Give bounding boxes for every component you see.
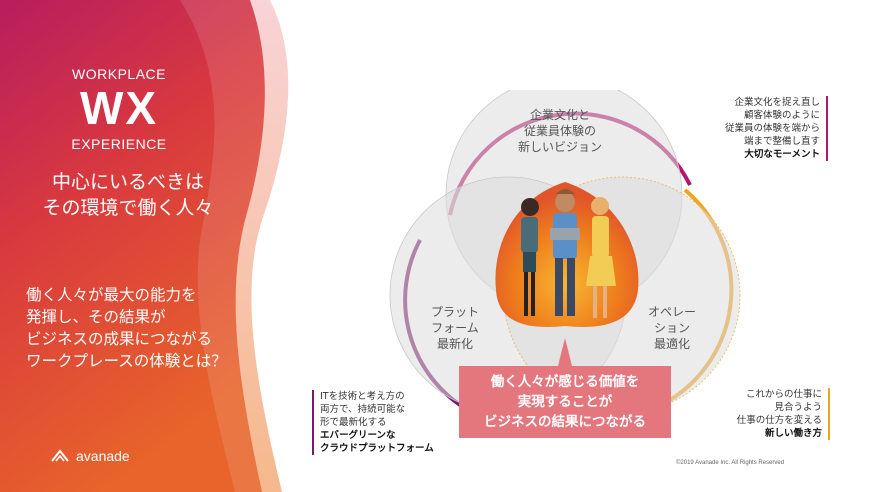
note-top-right: 企業文化を捉え直し 顧客体験のように 従業員の体験を端から 端まで整備し直す 大… (700, 96, 828, 161)
venn-diagram (389, 90, 741, 414)
circle-top-label: 企業文化と 従業員体験の 新しいビジョン (517, 108, 602, 154)
brand-experience: EXPERIENCE (71, 136, 167, 152)
left-headline: 中心にいるべきは その環境で働く人々 (42, 171, 214, 219)
center-pointer (558, 338, 572, 366)
center-value-box: 働く人々が感じる価値を 実現することが ビジネスの結果につながる (459, 366, 671, 438)
copyright: ©2019 Avanade Inc. All Rights Reserved (676, 460, 785, 466)
left-gradient-panel (0, 0, 289, 492)
people-illustration (521, 189, 616, 318)
avanade-logo: avanade (50, 448, 130, 464)
left-question: 働く人々が最大の能力を 発揮し、その結果が ビジネスの成果につながる ワークプレ… (26, 286, 227, 370)
note-bottom-right: これからの仕事に 見合うよう 仕事の仕方を変える 新しい働き方 (712, 388, 830, 440)
avanade-swirl-icon (51, 449, 69, 462)
circle-left-label: プラット フォーム 最新化 (430, 305, 479, 351)
circle-right-label: オペレー ション 最適化 (647, 305, 696, 351)
brand-workplace: WORKPLACE (72, 66, 166, 82)
note-bottom-left: ITを技術と考え方の 両方で、持続可能な 形で最新化する エバーグリーンな クラ… (312, 390, 470, 455)
brand-wx: WX (79, 82, 159, 134)
